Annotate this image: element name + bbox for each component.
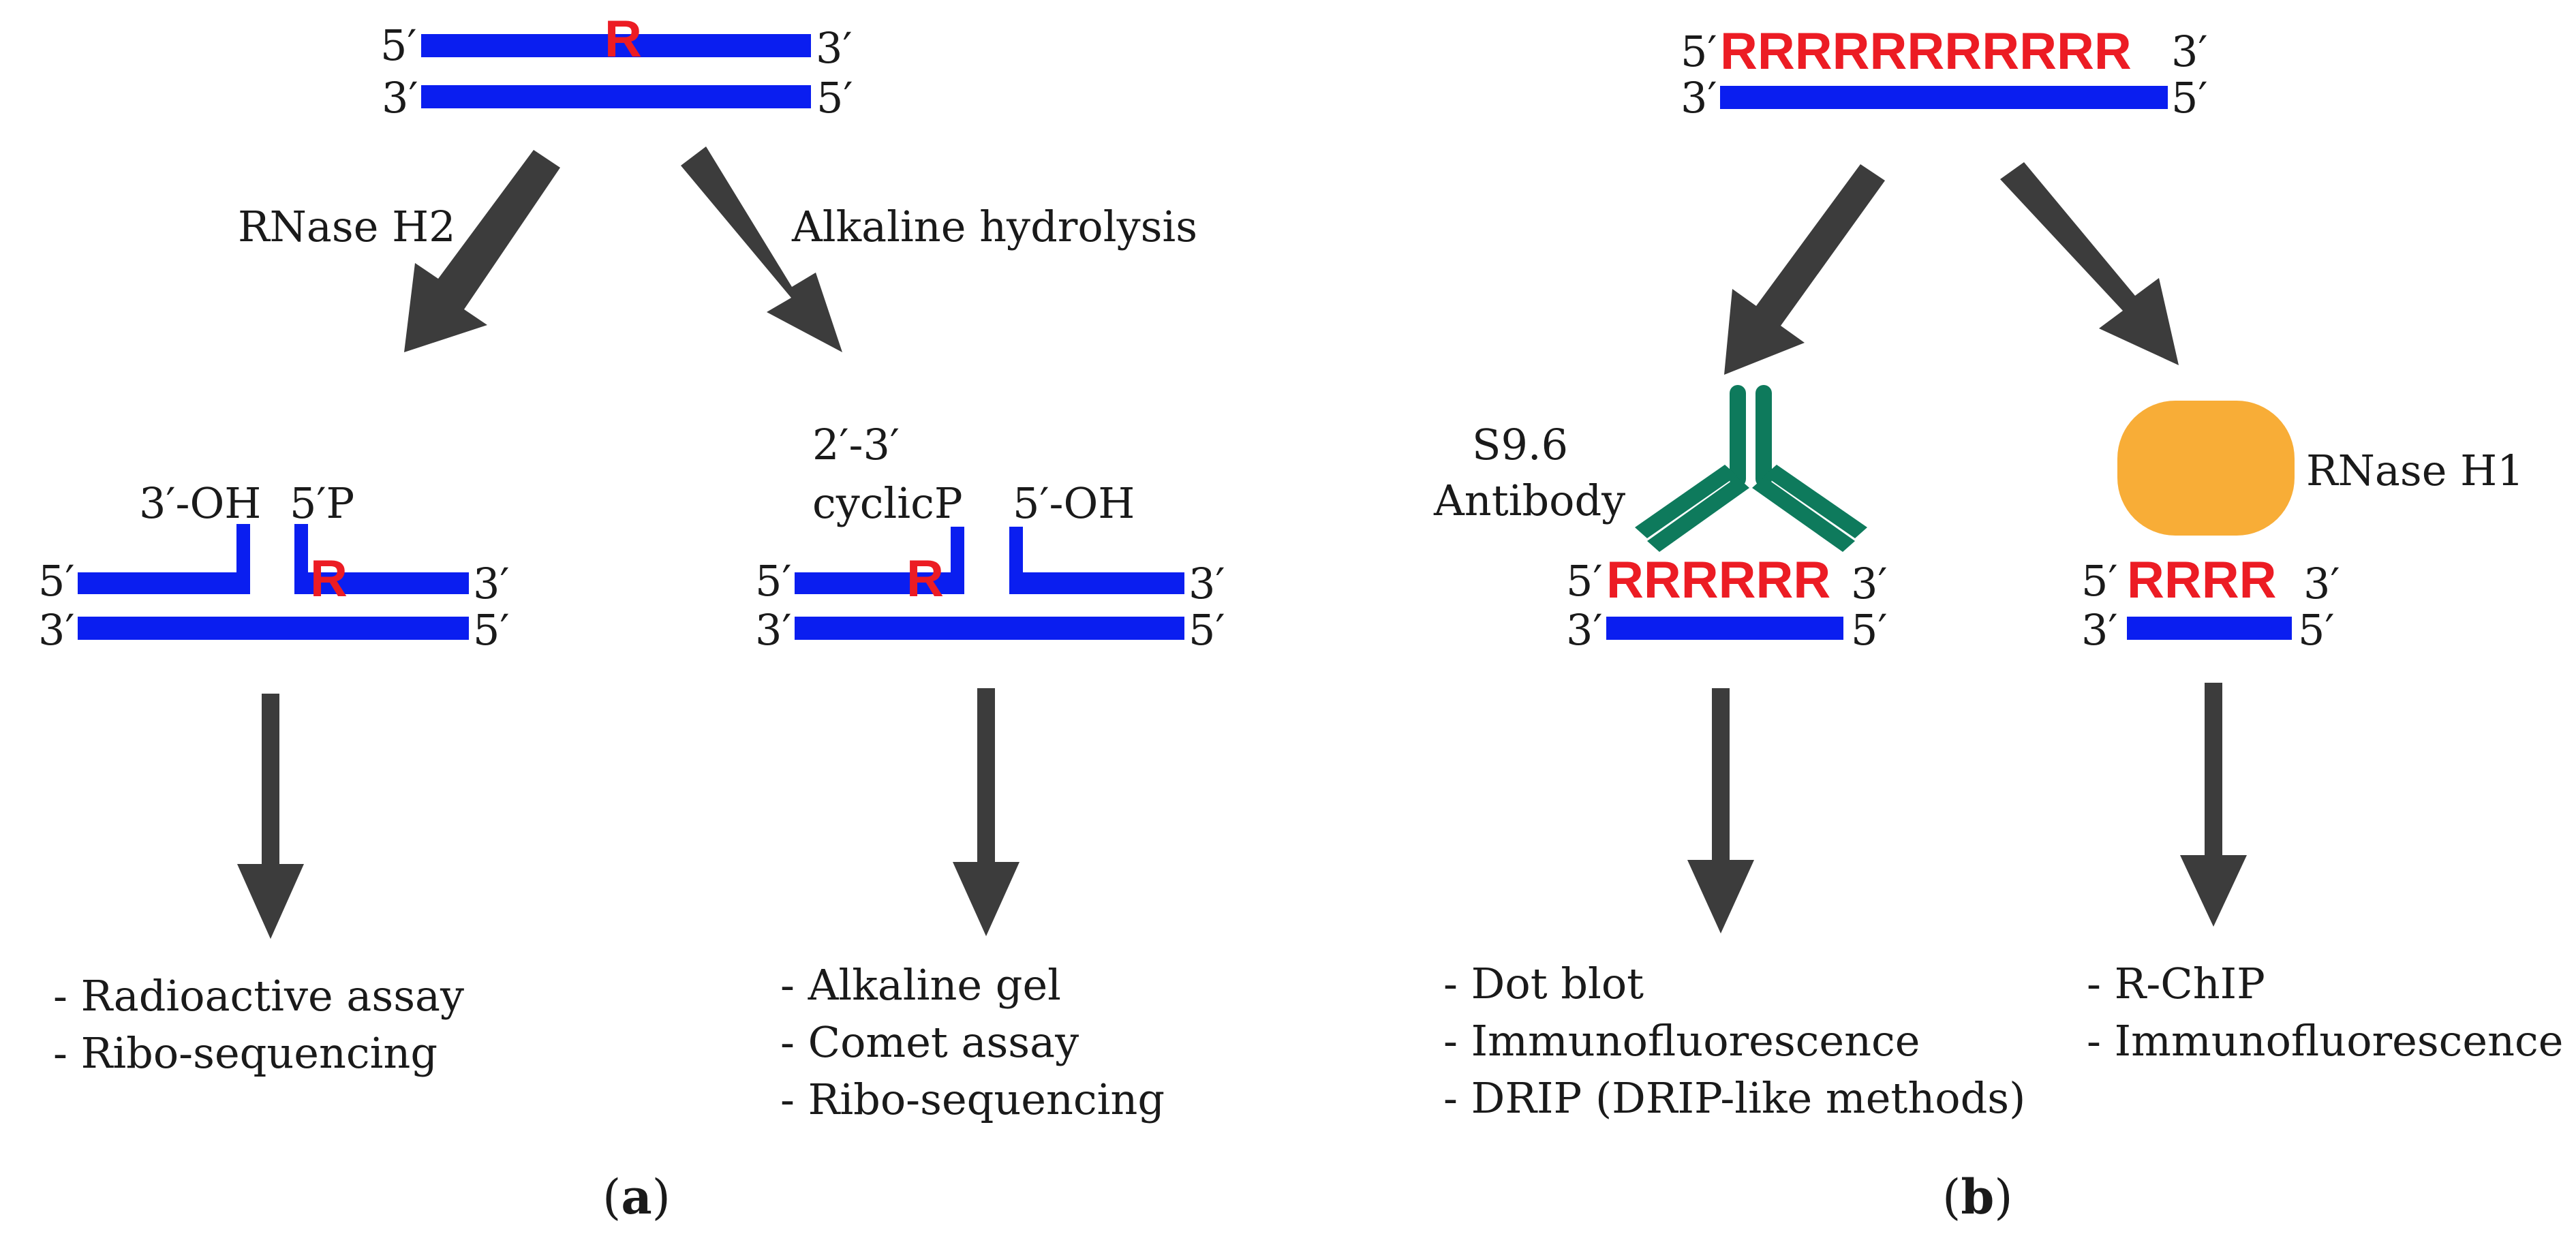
h2-ribonucleotide: R [310, 550, 348, 608]
b-top-rna-strand: RRRRRRRRRRR [1720, 22, 2132, 80]
list-item: - Ribo-sequencing [53, 1028, 438, 1078]
alk-cyclic-end-label-line1: 2′-3′ [812, 420, 900, 469]
antibody-hybrid-rna-strand: RRRRRR [1606, 551, 1831, 609]
antibody-5prime-label: 5′ [1566, 556, 1603, 606]
a-bottom-3prime-label: 3′ [382, 73, 418, 123]
alk-top-5prime-label: 5′ [755, 556, 792, 606]
alk-bottom-strand [795, 617, 1184, 640]
enzyme-bottom-3prime-label: 3′ [2081, 605, 2118, 655]
enzyme-methods-list: - R-ChIP - Immunofluorescence [2087, 955, 2563, 1070]
list-item: - Ribo-sequencing [780, 1075, 1165, 1124]
enzyme-hybrid-dna-strand [2127, 617, 2292, 640]
rnase-h2-label: RNase H2 [238, 202, 456, 251]
enzyme-bottom-5prime-label: 5′ [2298, 605, 2335, 655]
h2-bottom-5prime-label: 5′ [473, 605, 510, 655]
alk-bottom-5prime-label: 5′ [1189, 605, 1225, 655]
antibody-label-line2: Antibody [1434, 476, 1626, 525]
antibody-icon [1635, 385, 1867, 552]
list-item: - Radioactive assay [53, 971, 465, 1021]
arrow-antibody-methods [1687, 688, 1754, 933]
arrow-alk-methods [953, 688, 1019, 936]
h2-5p-end-label: 5′P [290, 478, 355, 528]
list-item: - Immunofluorescence [1443, 1016, 1920, 1066]
arrow-to-rnase-h1 [2000, 162, 2179, 365]
rnase-h1-icon [2117, 401, 2295, 536]
h2-nicked-strand-right [294, 524, 469, 594]
alk-5oh-end-label: 5′-OH [1013, 478, 1135, 528]
alk-nicked-strand-right [1009, 527, 1184, 594]
list-item: - Alkaline gel [780, 960, 1061, 1010]
alk-top-3prime-label: 3′ [1189, 559, 1225, 608]
enzyme-hybrid-rna-strand: RRRR [2127, 551, 2277, 609]
antibody-3prime-label: 3′ [1851, 559, 1888, 608]
alk-nicked-strand-left [795, 527, 964, 594]
a-top-3prime-label: 3′ [816, 23, 853, 73]
alkaline-hydrolysis-label: Alkaline hydrolysis [792, 202, 1198, 251]
h2-top-3prime-label: 3′ [473, 559, 510, 608]
a-bottom-5prime-label: 5′ [816, 73, 853, 123]
antibody-methods-list: - Dot blot - Immunofluorescence - DRIP (… [1443, 955, 2025, 1127]
b-bottom-3prime-label: 3′ [1681, 73, 1717, 123]
arrow-h2-methods [237, 694, 304, 939]
list-item: - Comet assay [780, 1017, 1079, 1067]
a-top-strand [421, 34, 811, 57]
arrow-to-antibody [1724, 164, 1885, 375]
h2-top-5prime-label: 5′ [38, 556, 75, 606]
alk-cyclic-end-label-line2: cyclicP [812, 478, 963, 528]
b-top-3prime-label: 3′ [2171, 27, 2208, 76]
alk-ribonucleotide: R [906, 550, 944, 608]
list-item: - Immunofluorescence [2087, 1016, 2564, 1066]
h2-3oh-end-label: 3′-OH [139, 478, 262, 528]
b-top-dna-strand [1720, 86, 2168, 109]
list-item: - DRIP (DRIP-like methods) [1443, 1073, 2026, 1123]
panel-a-caption: (a) [602, 1169, 671, 1225]
antibody-hybrid-dna-strand [1606, 617, 1843, 640]
h2-bottom-3prime-label: 3′ [38, 605, 75, 655]
rnase-h1-label: RNase H1 [2306, 446, 2524, 495]
b-bottom-5prime-label: 5′ [2171, 73, 2208, 123]
b-top-5prime-label: 5′ [1681, 27, 1717, 76]
enzyme-5prime-label: 5′ [2081, 556, 2118, 606]
alk-bottom-3prime-label: 3′ [755, 605, 792, 655]
arrow-enzyme-methods [2180, 683, 2247, 927]
a-single-ribonucleotide: R [604, 10, 642, 68]
a-bottom-strand [421, 85, 811, 108]
arrow-rnase-h2 [404, 150, 560, 352]
antibody-bottom-5prime-label: 5′ [1851, 605, 1888, 655]
h2-nicked-strand-left [78, 524, 250, 594]
panel-b-caption: (b) [1942, 1169, 2013, 1225]
enzyme-3prime-label: 3′ [2303, 559, 2340, 608]
h2-methods-list: - Radioactive assay - Ribo-sequencing [53, 968, 464, 1082]
alk-methods-list: - Alkaline gel - Comet assay - Ribo-sequ… [780, 957, 1165, 1128]
h2-bottom-strand [78, 617, 469, 640]
a-top-5prime-label: 5′ [380, 20, 417, 70]
antibody-bottom-3prime-label: 3′ [1566, 605, 1603, 655]
antibody-label-line1: S9.6 [1472, 420, 1569, 469]
list-item: - Dot blot [1443, 959, 1644, 1008]
list-item: - R-ChIP [2087, 959, 2265, 1008]
arrow-alkaline-hydrolysis [681, 146, 842, 352]
